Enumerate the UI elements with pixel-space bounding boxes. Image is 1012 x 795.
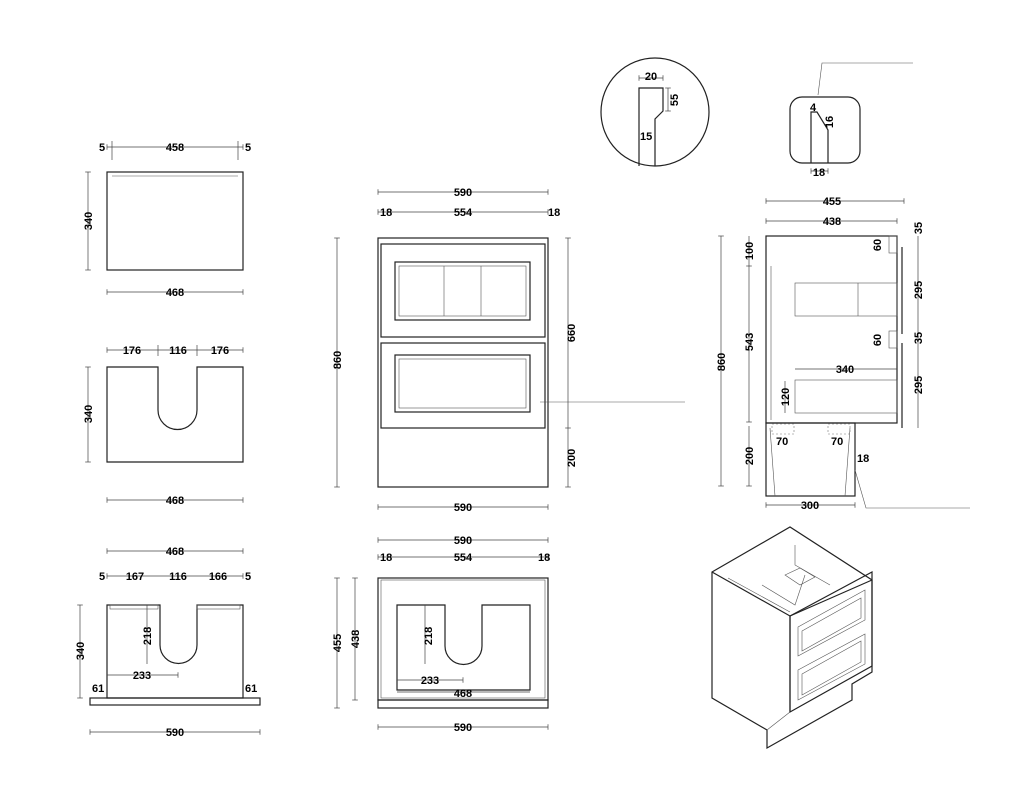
dim: 590 — [454, 502, 472, 514]
dim: 20 — [645, 71, 657, 83]
dim: 35 — [913, 222, 925, 234]
front-view: 590 18 554 18 860 660 200 590 — [332, 187, 685, 514]
dim: 116 — [169, 345, 187, 357]
dim: 35 — [913, 332, 925, 344]
cutout-view: 176 116 176 340 468 — [83, 345, 244, 507]
dim: 590 — [454, 722, 472, 734]
dim: 60 — [872, 334, 884, 346]
dim: 590 — [454, 187, 472, 199]
side-view: 455 438 860 100 543 200 35 295 35 295 60… — [716, 196, 970, 512]
dim: 340 — [836, 364, 854, 376]
dim: 860 — [716, 353, 728, 371]
dim: 468 — [166, 495, 184, 507]
dim: 55 — [669, 94, 681, 106]
dim: 468 — [166, 287, 184, 299]
dim: 61 — [92, 683, 104, 695]
detail-edge: 4 16 18 — [789, 62, 913, 179]
dim: 458 — [166, 142, 184, 154]
dim: 590 — [454, 535, 472, 547]
dim: 176 — [211, 345, 229, 357]
dim: 554 — [454, 552, 473, 564]
dim: 200 — [744, 447, 756, 465]
dim: 295 — [913, 281, 925, 299]
dim: 5 — [245, 571, 251, 583]
isometric-view — [711, 526, 873, 750]
dim: 4 — [810, 102, 817, 114]
dim: 70 — [776, 436, 788, 448]
dim: 438 — [350, 630, 362, 648]
dim: 455 — [332, 634, 344, 652]
plan-view: 590 18 554 18 455 438 218 233 468 590 — [332, 535, 550, 734]
dim: 590 — [166, 727, 184, 739]
dim: 18 — [813, 167, 825, 179]
dim: 543 — [744, 333, 756, 351]
dim: 455 — [823, 196, 841, 208]
dim: 120 — [780, 388, 792, 406]
dim: 176 — [123, 345, 141, 357]
dim: 18 — [538, 552, 550, 564]
dim: 340 — [83, 405, 95, 423]
dim: 100 — [744, 242, 756, 260]
dim: 18 — [857, 453, 869, 465]
dim: 167 — [126, 571, 144, 583]
dim: 233 — [133, 670, 151, 682]
dim: 61 — [245, 683, 257, 695]
dim: 660 — [566, 324, 578, 342]
dim: 340 — [75, 642, 87, 660]
dim: 295 — [913, 376, 925, 394]
dim: 166 — [209, 571, 227, 583]
dim: 218 — [142, 627, 154, 645]
dim: 5 — [99, 571, 105, 583]
dim: 218 — [423, 627, 435, 645]
dim: 18 — [380, 207, 392, 219]
dim: 233 — [421, 675, 439, 687]
dim: 16 — [824, 116, 836, 128]
dim: 438 — [823, 216, 841, 228]
dim: 340 — [83, 212, 95, 230]
dim: 468 — [454, 688, 472, 700]
dim: 860 — [332, 351, 344, 369]
top-view: 5 458 5 340 468 — [83, 141, 251, 299]
dim: 300 — [801, 500, 819, 512]
dim: 5 — [245, 142, 251, 154]
dim: 18 — [380, 552, 392, 564]
dim: 468 — [166, 546, 184, 558]
dim: 5 — [99, 142, 105, 154]
dim: 554 — [454, 207, 473, 219]
dim: 18 — [548, 207, 560, 219]
dim: 15 — [640, 131, 652, 143]
dim: 60 — [872, 239, 884, 251]
dim: 70 — [831, 436, 843, 448]
dim: 116 — [169, 571, 187, 583]
detail-profile: 20 55 15 — [600, 57, 710, 167]
dim: 200 — [566, 449, 578, 467]
base-view: 468 5 167 116 166 5 340 218 233 61 61 59… — [75, 546, 261, 739]
